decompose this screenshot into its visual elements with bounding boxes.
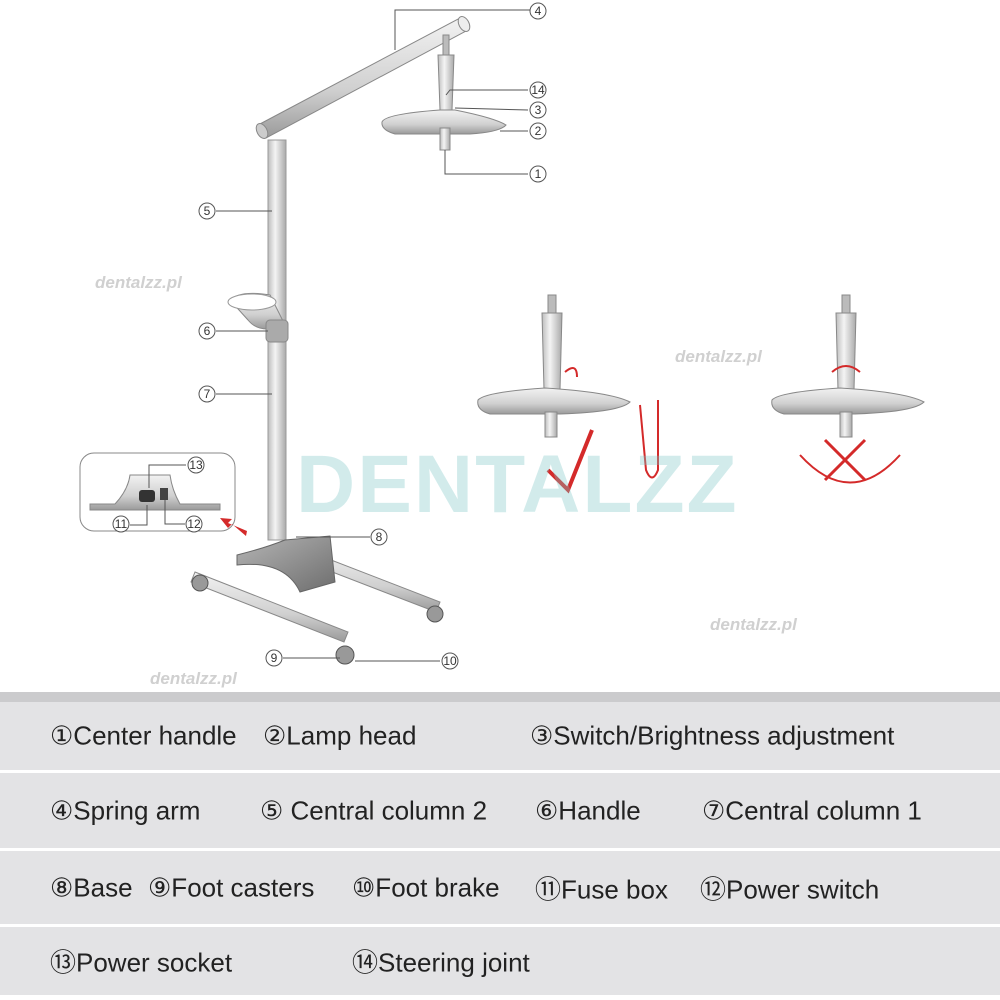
legend-item: ⑪Fuse box (535, 874, 668, 904)
callout-4: 4 (535, 4, 542, 18)
forbidden-rotation-illustration (771, 294, 925, 484)
legend-item: ⑭Steering joint (352, 947, 530, 978)
legend-item: ⑬Power socket (50, 947, 233, 978)
lamp-head (381, 34, 507, 151)
legend-row: ⑬Power socket ⑭Steering joint (0, 927, 1000, 995)
callout-8: 8 (376, 530, 383, 544)
legend-row: ⑧Base ⑨Foot casters ⑩Foot brake ⑪Fuse bo… (0, 851, 1000, 924)
base (190, 535, 444, 665)
legend-item: ⑤ Central column 2 (260, 795, 488, 825)
legend-item: ②Lamp head (263, 720, 417, 751)
legend-item: ①Center handle (50, 720, 237, 751)
legend-item: ⑥Handle (535, 795, 641, 825)
legend-item: ③Switch/Brightness adjustment (530, 720, 895, 751)
callout-13: 13 (189, 458, 203, 472)
callouts (112, 2, 547, 670)
svg-text:dentalzz.pl: dentalzz.pl (710, 615, 798, 634)
callout-10: 10 (443, 654, 457, 668)
svg-text:dentalzz.pl: dentalzz.pl (150, 669, 238, 688)
legend-item: ⑧Base (50, 872, 133, 902)
callout-14: 14 (531, 83, 545, 97)
column-handle (227, 292, 289, 343)
legend-item: ⑩Foot brake (352, 872, 500, 902)
svg-text:dentalzz.pl: dentalzz.pl (95, 273, 183, 292)
callout-7: 7 (204, 387, 211, 401)
legend-item: ⑦Central column 1 (702, 795, 922, 825)
callout-12: 12 (187, 517, 201, 531)
callout-5: 5 (204, 204, 211, 218)
svg-text:dentalzz.pl: dentalzz.pl (675, 347, 763, 366)
legend-row: ①Center handle ②Lamp head ③Switch/Bright… (0, 702, 1000, 770)
parts-legend: ①Center handle ②Lamp head ③Switch/Bright… (0, 690, 1000, 1000)
legend-item: ⑨Foot casters (148, 872, 315, 902)
callout-6: 6 (204, 324, 211, 338)
legend-top-bar (0, 692, 1000, 702)
lamp-diagram: 1 2 3 4 5 6 7 8 9 10 11 12 13 14 DENTALZ… (79, 2, 925, 688)
svg-text:DENTALZZ: DENTALZZ (296, 439, 739, 530)
legend-item: ④Spring arm (50, 795, 201, 825)
watermark-logo: DENTALZZ (296, 439, 739, 530)
spring-arm (255, 16, 471, 139)
legend-item: ⑫Power switch (700, 874, 880, 904)
legend-row: ④Spring arm ⑤ Central column 2 ⑥Handle ⑦… (0, 773, 1000, 848)
watermark-small: dentalzz.pl dentalzz.pl dentalzz.pl dent… (95, 273, 798, 688)
callout-9: 9 (271, 651, 278, 665)
checkmark-icon (546, 429, 594, 494)
callout-2: 2 (535, 124, 542, 138)
callout-11: 11 (115, 517, 128, 531)
callout-3: 3 (535, 103, 542, 117)
callout-1: 1 (535, 167, 542, 181)
allowed-rotation-illustration (477, 294, 659, 494)
cross-icon (823, 438, 867, 482)
